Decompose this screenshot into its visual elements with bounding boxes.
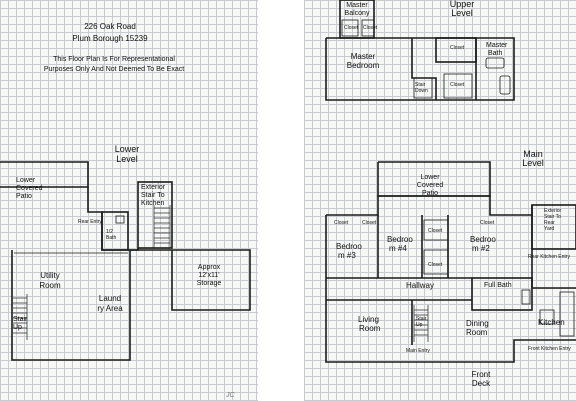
storage-outline	[171, 249, 251, 311]
main-level-title-line-2: Level	[522, 158, 544, 168]
lower-level-walls	[0, 161, 251, 361]
upper-closet-label-3: Closet	[450, 45, 465, 51]
living-room-label-line-1: Living	[358, 315, 379, 324]
lower-stair-label-line-1: Stair	[13, 316, 28, 323]
bedroom2-label-line-1: Bedroo	[470, 235, 496, 244]
storage-label-line-2: 12'x11'	[198, 272, 220, 279]
upper-closet-label-1: Closet	[344, 25, 359, 31]
left-plan-sheet: 226 Oak Road Plum Borough 15239 This Flo…	[0, 0, 258, 401]
exterior-stair-block	[137, 181, 173, 249]
upper-closet-label-4: Closet	[450, 82, 465, 88]
front-deck-label-line-1: Front	[471, 370, 491, 379]
utility-label-line-1: Utility	[40, 271, 60, 280]
front-deck-label-line-2: Deck	[471, 379, 491, 388]
bedroom4-label-line-2: m #4	[389, 244, 407, 253]
full-bath-tub	[521, 289, 531, 305]
main-ext-stair-label-4: Yard	[544, 226, 555, 232]
upper-main-level-walls	[325, 0, 576, 363]
living-room-label-line-2: Room	[359, 324, 381, 333]
lower-stair-treads	[13, 294, 28, 340]
kitchen-label: Kitchen	[538, 318, 565, 327]
ext-stair-label-line-2: Stair To	[141, 192, 165, 199]
main-stair-label-line-2: Up	[416, 322, 423, 328]
lower-level-title-line-1: Lower	[114, 144, 140, 154]
full-bath-label: Full Bath	[484, 282, 512, 289]
page-gutter	[258, 0, 304, 401]
main-closet-label-e: Closet	[480, 220, 495, 226]
upper-level-title-line-1: Upper	[449, 0, 475, 9]
disclaimer-line-1: This Floor Plan Is For Representational	[53, 56, 175, 63]
full-bath-walls	[471, 277, 533, 311]
main-patio-label-line-3: Patio	[422, 190, 438, 197]
bedroom3-label-line-1: Bedroo	[336, 242, 362, 251]
utility-label-line-2: Room	[39, 281, 61, 290]
front-kitchen-entry-label: Front Kitchen Entry	[528, 346, 571, 352]
balcony-closet-2	[361, 19, 375, 37]
patio-label-line-2: Covered	[16, 185, 43, 192]
master-bedroom-label-line-2: Bedroom	[346, 61, 380, 70]
main-patio-label-line-2: Covered	[416, 182, 444, 189]
laundry-label-line-2: ry Area	[97, 304, 123, 313]
upper-closet-lower	[443, 73, 473, 99]
kitchen-range	[539, 309, 555, 325]
upper-closet-label-2: Closet	[363, 25, 378, 31]
address-text: 226 Oak Road	[84, 22, 136, 31]
stair-down-box	[413, 77, 433, 99]
main-level-title-line-1: Main	[523, 149, 543, 159]
bedroom2-label-line-2: m #2	[472, 244, 490, 253]
dining-room-label-line-1: Dining	[466, 319, 489, 328]
main-closet-label-c: Closet	[428, 228, 443, 234]
disclaimer-line-2: Purposes Only And Not Deemed To Be Exact	[43, 66, 185, 73]
patio-label-line-3: Patio	[16, 193, 32, 200]
bathtub-fixture	[485, 57, 505, 69]
right-plan-sheet: Master Balcony Upper Level Closet Closet…	[304, 0, 576, 401]
master-bath-label-line-2: Bath	[488, 50, 503, 57]
laundry-label-line-1: Laund	[98, 294, 122, 303]
main-outer-wall	[325, 215, 576, 363]
dining-room-label-line-2: Room	[466, 328, 488, 337]
main-closet-label-b: Closet	[362, 220, 377, 226]
toilet-fixture	[115, 215, 125, 224]
balcony-label-line-2: Balcony	[344, 10, 370, 17]
rear-kitchen-entry-label: Rear Kitchen Entry	[528, 254, 570, 260]
main-ext-stair-label-3: Rear	[544, 220, 555, 226]
storage-label-line-1: Approx	[197, 264, 221, 271]
ext-stair-label-line-3: Kitchen	[141, 200, 165, 207]
stair-down-label-line-2: Down	[415, 88, 428, 94]
main-closet-label-d: Closet	[428, 262, 443, 268]
patio-label-line-1: Lower	[16, 177, 36, 184]
storage-label-line-3: Storage	[196, 280, 222, 287]
main-ext-stair-label-1: Exterior	[544, 208, 562, 214]
utility-outline	[11, 249, 172, 361]
main-patio-label-line-1: Lower	[420, 174, 440, 181]
main-stair-label-line-1: Stair	[416, 316, 427, 322]
initials-mark: JC	[226, 392, 235, 399]
city-text: Plum Borough 15239	[72, 34, 148, 43]
main-ext-stair-label-2: Stair To	[544, 214, 561, 220]
main-rear-wall	[326, 195, 533, 216]
stair-down-label-line-1: Stair	[415, 82, 426, 88]
exterior-stair-treads	[153, 205, 171, 248]
lower-level-title-line-2: Level	[116, 154, 138, 164]
rear-entry-label: Rear Entry	[78, 219, 102, 225]
master-bedroom-label-line-1: Master	[350, 52, 376, 61]
main-closet-label-a: Closet	[334, 220, 349, 226]
main-entry-label: Main Entry	[406, 348, 430, 354]
balcony-label-line-1: Master	[346, 2, 368, 9]
bedroom4-label-line-1: Bedroo	[387, 235, 413, 244]
hallway-label: Hallway	[406, 281, 435, 290]
lower-stair-label-line-2: Up	[13, 324, 22, 331]
upper-tub	[499, 75, 511, 95]
upper-level-title-line-2: Level	[451, 8, 473, 18]
ext-stair-label-line-1: Exterior	[141, 184, 166, 191]
bedroom3-label-line-2: m #3	[338, 251, 356, 260]
half-bath-walls	[101, 211, 129, 251]
kitchen-counter	[559, 291, 575, 337]
lower-patio-outline	[0, 161, 89, 188]
master-bath-label-line-1: Master	[486, 42, 508, 49]
half-bath-label-line-2: Bath	[106, 235, 117, 241]
main-stair-treads	[413, 305, 429, 342]
half-bath-label-line-1: 1/2	[106, 229, 113, 235]
balcony-closet	[341, 19, 359, 37]
